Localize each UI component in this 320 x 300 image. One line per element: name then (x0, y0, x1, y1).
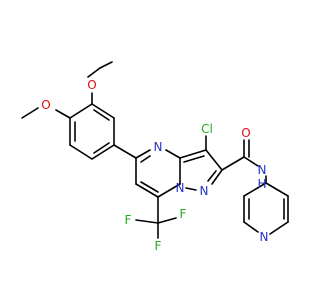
atom-o-methoxy-left: O (41, 98, 50, 112)
pyrimidine-ring (135, 149, 181, 198)
amide-group (221, 139, 259, 171)
atom-n-pyrazole: N (200, 184, 209, 198)
atom-n-amide: N (258, 163, 267, 177)
atom-n-pyrimidine: N (154, 140, 163, 154)
atom-labels: N N N Cl O N H N O O F F F (41, 78, 268, 253)
atom-f-left: F (125, 213, 132, 227)
pyrazole-ring (179, 149, 223, 191)
aryl-link-bond (113, 144, 137, 159)
trifluoromethyl-group (135, 196, 177, 239)
atom-f-bottom: F (155, 239, 162, 253)
atom-h-amide: H (257, 177, 266, 191)
pyridine-ring (243, 175, 289, 235)
atom-n-bridge: N (176, 181, 185, 195)
methoxy-left (21, 107, 71, 119)
atom-f-right: F (180, 207, 187, 221)
dimethoxyphenyl-ring (69, 103, 115, 160)
molecule-structure: N N N Cl O N H N O O F F F (21, 61, 289, 253)
atom-chlorine: Cl (201, 122, 213, 136)
atom-n-pyridine: N (260, 230, 269, 244)
atom-o-methoxy-top: O (87, 78, 96, 92)
atom-o-carbonyl: O (241, 126, 250, 140)
methoxy-top (87, 61, 113, 105)
